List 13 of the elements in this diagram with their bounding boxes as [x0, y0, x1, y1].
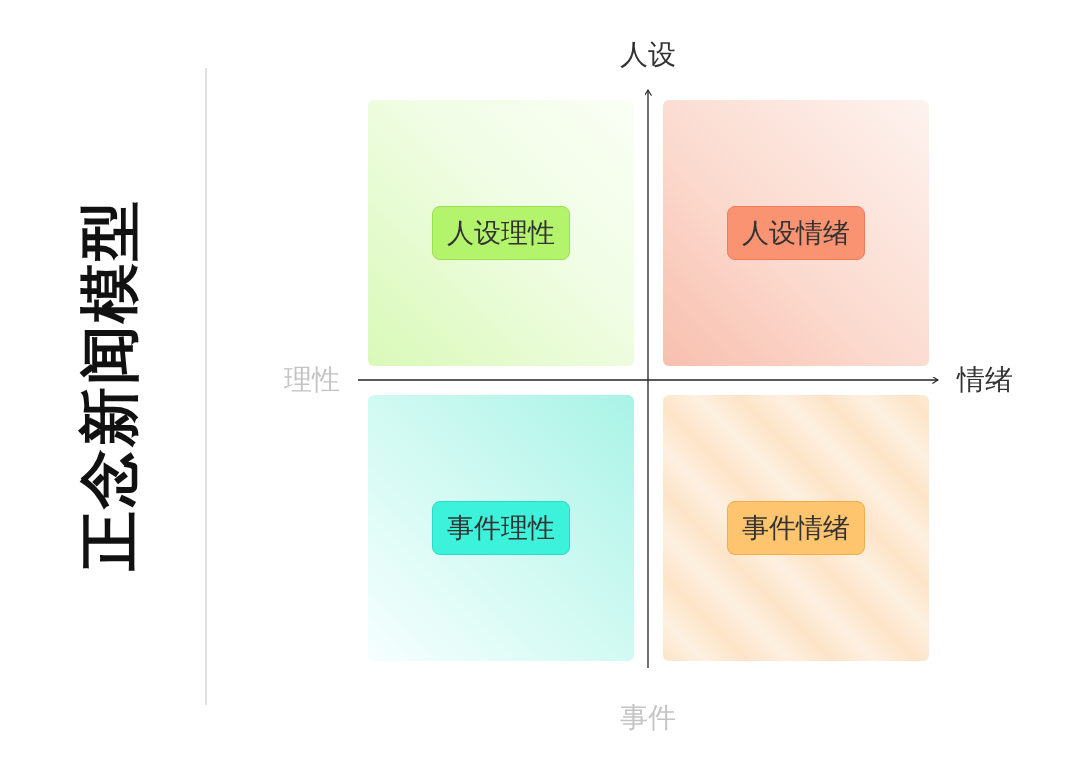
quadrant-tag: 事件情绪 [727, 501, 865, 555]
quadrant-panel [663, 395, 929, 661]
quadrant-panel [368, 395, 634, 661]
quadrant-tag: 人设理性 [432, 206, 570, 260]
quadrant-tag: 人设情绪 [727, 206, 865, 260]
axis-label: 情绪 [957, 362, 1013, 398]
quadrant-panel [368, 100, 634, 366]
title: 正念新闻模型 [72, 199, 145, 571]
axis-label: 理性 [284, 362, 340, 398]
axis-label: 人设 [620, 37, 676, 73]
axis-label: 事件 [620, 700, 676, 736]
quadrant-tag: 事件理性 [432, 501, 570, 555]
quadrant-panel [663, 100, 929, 366]
